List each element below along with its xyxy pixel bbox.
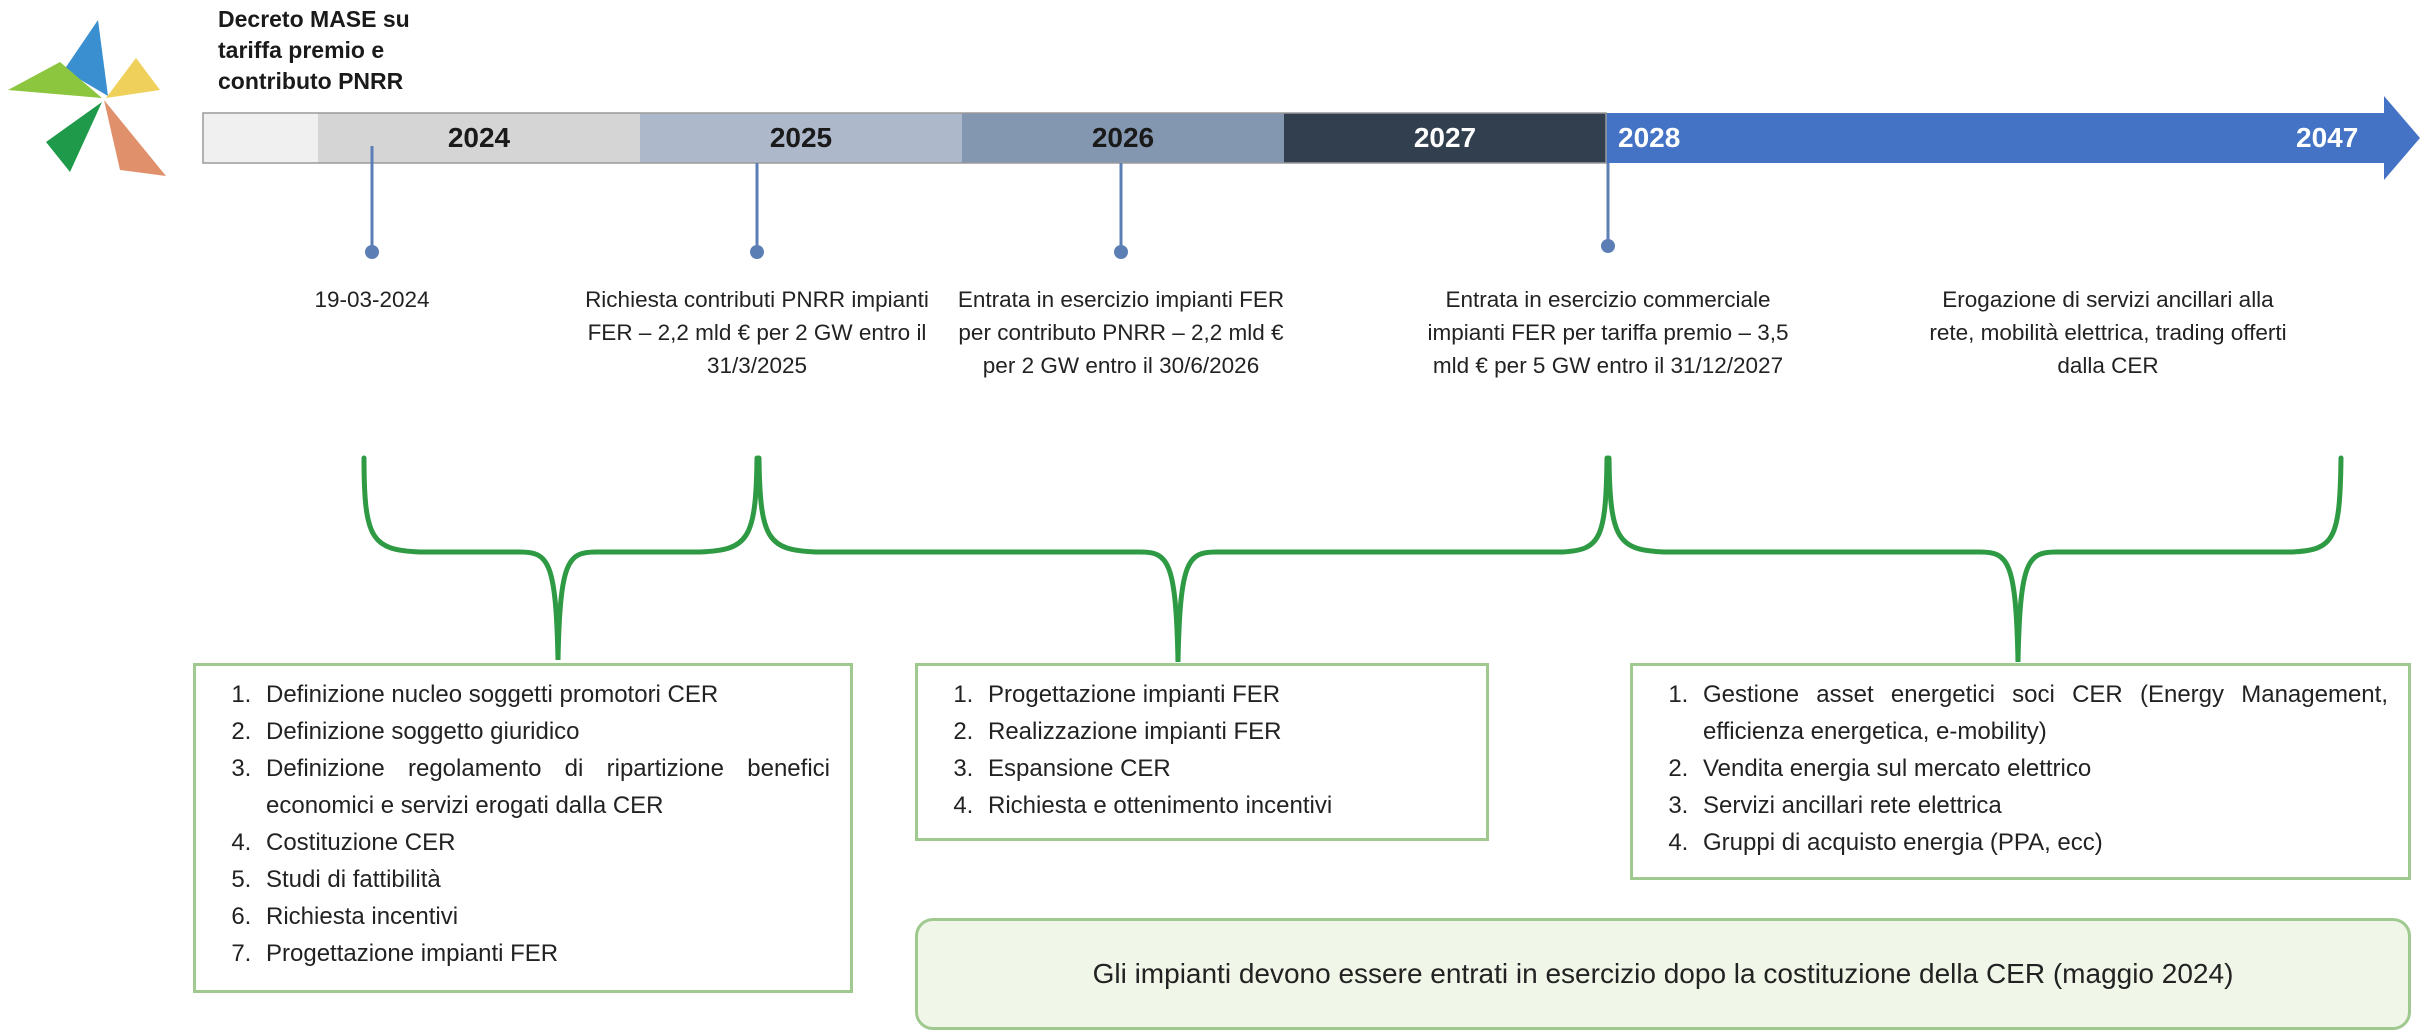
event-text-1: 19-03-2024: [314, 287, 430, 312]
decree-title: Decreto MASE su tariffa premio e contrib…: [218, 6, 410, 94]
phase-brace-3: [1606, 455, 2344, 663]
event-dot: [1601, 239, 1615, 253]
phase-box-1: Definizione nucleo soggetti promotori CE…: [193, 663, 853, 993]
list-item: Gruppi di acquisto energia (PPA, ecc): [1695, 824, 2388, 861]
list-item: Realizzazione impianti FER: [980, 713, 1466, 750]
year-label-2026: 2026: [1091, 122, 1155, 153]
cer-logo: [8, 20, 166, 176]
list-item: Espansione CER: [980, 750, 1466, 787]
list-item: Progettazione impianti FER: [258, 935, 830, 972]
list-item: Definizione soggetto giuridico: [258, 713, 830, 750]
event-dots: [365, 239, 1615, 259]
phase-2-list: Progettazione impianti FER Realizzazione…: [934, 676, 1466, 824]
event-dot: [750, 245, 764, 259]
list-item: Definizione regolamento di ripartizione …: [258, 750, 830, 824]
phase-3-list: Gestione asset energetici soci CER (Ener…: [1649, 676, 2388, 861]
phase-box-3: Gestione asset energetici soci CER (Ener…: [1630, 663, 2411, 880]
list-item: Definizione nucleo soggetti promotori CE…: [258, 676, 830, 713]
note-text: Gli impianti devono essere entrati in es…: [1092, 958, 2234, 989]
phase-brace-2: [756, 455, 1610, 663]
event-dot: [1114, 245, 1128, 259]
event-text-3: Entrata in esercizio impianti FER per co…: [957, 287, 1285, 378]
list-item: Costituzione CER: [258, 824, 830, 861]
timeline-segment-2026: [962, 113, 1284, 163]
year-label-2027: 2027: [1413, 122, 1477, 153]
year-label-2024: 2024: [447, 122, 511, 153]
event-connectors: [370, 146, 1610, 252]
phase-brace-1: [361, 455, 760, 661]
list-item: Gestione asset energetici soci CER (Ener…: [1695, 676, 2388, 750]
list-item: Studi di fattibilità: [258, 861, 830, 898]
list-item: Servizi ancillari rete elettrica: [1695, 787, 2388, 824]
year-label-2047: 2047: [2296, 122, 2359, 153]
timeline-segment-2025: [640, 113, 962, 163]
phase-box-2: Progettazione impianti FER Realizzazione…: [915, 663, 1489, 841]
note-box: Gli impianti devono essere entrati in es…: [915, 918, 2411, 1030]
list-item: Progettazione impianti FER: [980, 676, 1466, 713]
event-dot: [365, 245, 379, 259]
timeline-segment-pre: [203, 113, 318, 163]
list-item: Richiesta e ottenimento incentivi: [980, 787, 1466, 824]
list-item: Vendita energia sul mercato elettrico: [1695, 750, 2388, 787]
timeline-segment-2027: [1284, 113, 1606, 163]
timeline-arrow: [1606, 96, 2420, 180]
event-text-2: Richiesta contributi PNRR impianti FER –…: [585, 287, 929, 378]
phase-braces: [361, 455, 2344, 663]
event-text-5: Erogazione di servizi ancillari alla ret…: [1929, 287, 2287, 378]
phase-1-list: Definizione nucleo soggetti promotori CE…: [212, 676, 830, 972]
year-label-2028: 2028: [1618, 122, 1681, 153]
year-label-2025: 2025: [769, 122, 833, 153]
list-item: Richiesta incentivi: [258, 898, 830, 935]
event-text-4: Entrata in esercizio commerciale impiant…: [1427, 287, 1789, 378]
